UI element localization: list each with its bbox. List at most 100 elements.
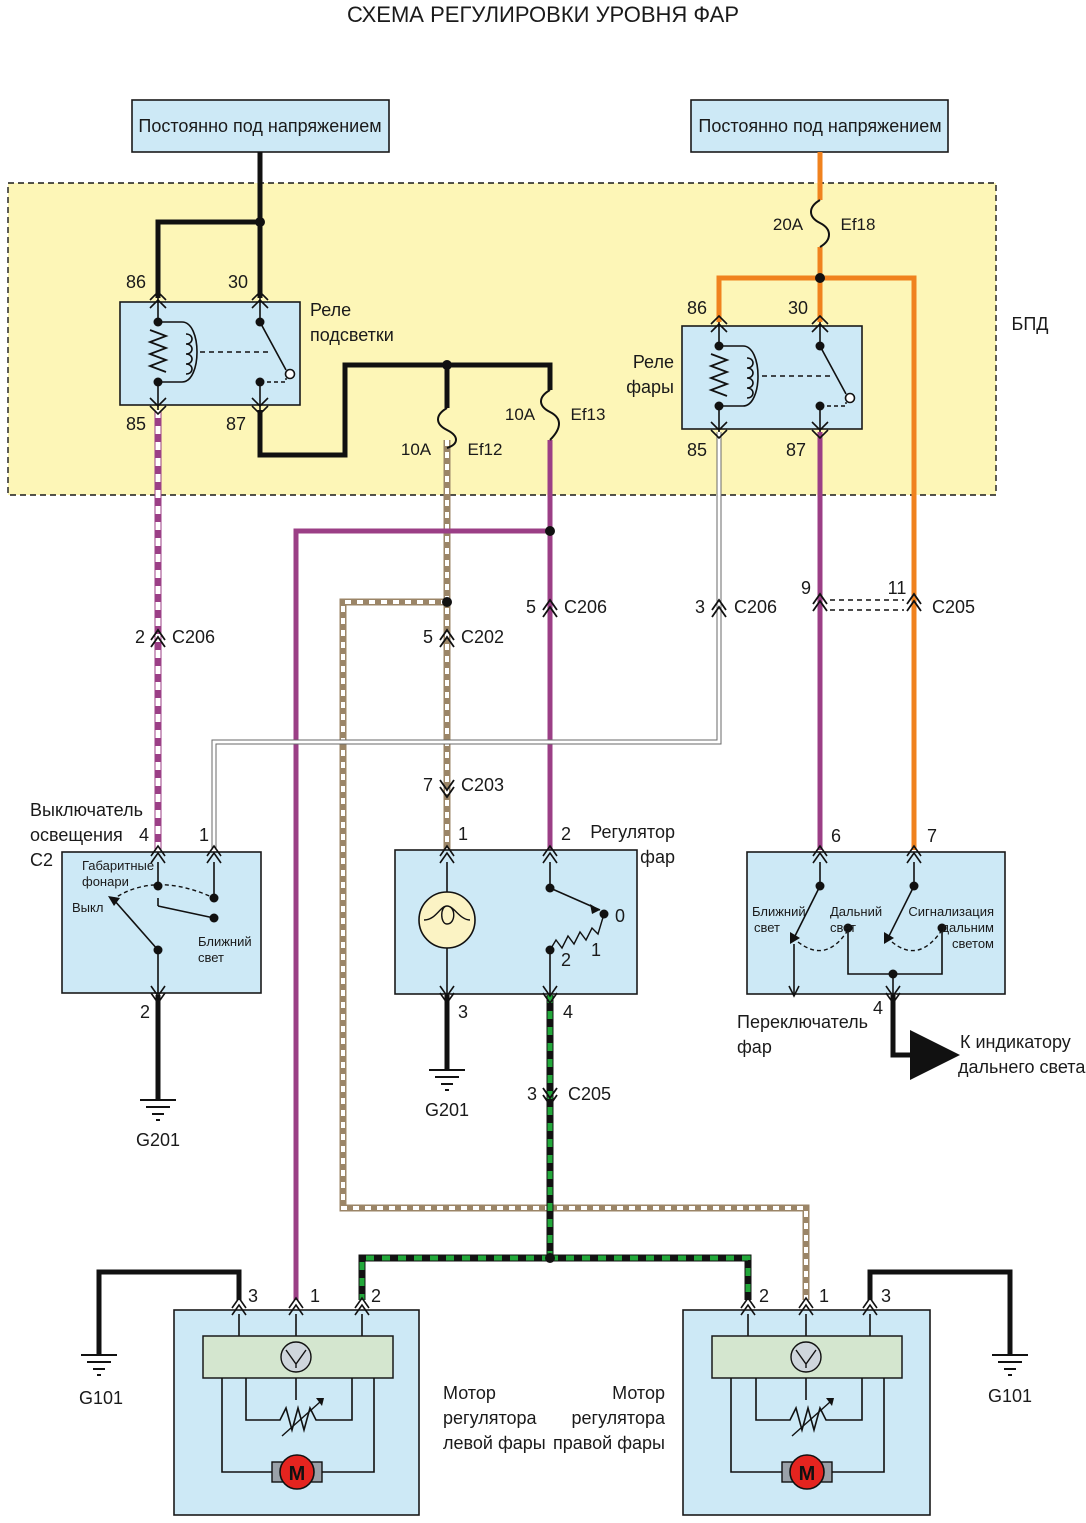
wire-brown-white-ef12 <box>339 440 810 1300</box>
lamp-icon <box>418 891 476 949</box>
svg-text:5: 5 <box>423 627 433 647</box>
motor-icon <box>279 1454 315 1490</box>
svg-text:дальнего света: дальнего света <box>958 1057 1086 1077</box>
connector-c206-left: 2 C206 <box>135 627 215 648</box>
svg-text:фонари: фонари <box>82 874 129 889</box>
svg-text:3: 3 <box>881 1286 891 1306</box>
wire-right-supply <box>716 152 917 850</box>
svg-text:Сигнализация: Сигнализация <box>908 904 994 919</box>
fuse-ef13: 10A Ef13 <box>505 389 605 441</box>
motor-right: M 2 1 3 Мотор регулятора правой фары <box>553 1286 931 1516</box>
svg-text:Постоянно под напряжением: Постоянно под напряжением <box>698 116 941 136</box>
bpd-label: БПД <box>1012 314 1049 334</box>
connector-c206-mid: 5 C206 <box>526 597 607 618</box>
svg-text:G101: G101 <box>79 1388 123 1408</box>
c205-link <box>830 599 904 611</box>
ground-g101-left: G101 <box>79 1354 123 1408</box>
svg-text:G101: G101 <box>988 1386 1032 1406</box>
svg-text:C206: C206 <box>564 597 607 617</box>
svg-text:Габаритные: Габаритные <box>82 858 154 873</box>
svg-text:Регулятор: Регулятор <box>590 822 675 842</box>
svg-text:30: 30 <box>228 272 248 292</box>
svg-text:правой фары: правой фары <box>553 1433 665 1453</box>
svg-text:9: 9 <box>801 578 811 598</box>
supply-box-right: Постоянно под напряжением <box>690 99 949 153</box>
svg-text:86: 86 <box>126 272 146 292</box>
sensor-icon <box>280 1341 312 1373</box>
headlight-switch: 6 7 4 Ближний свет Дальний свет Сигнализ… <box>737 826 1086 1077</box>
wire-ground-motor-left <box>96 1269 242 1355</box>
wire-ground-motor-right <box>867 1269 1013 1355</box>
level-regulator: 1 2 3 4 0 1 2 Регулятор фар <box>394 822 675 1022</box>
svg-text:подсветки: подсветки <box>310 325 394 345</box>
ground-g201-switch: G201 <box>136 1099 180 1150</box>
svg-text:левой фары: левой фары <box>443 1433 546 1453</box>
connector-c202: 5 C202 <box>423 627 504 648</box>
svg-text:C203: C203 <box>461 775 504 795</box>
wire-green-black <box>358 995 752 1300</box>
connector-c203: 7 C203 <box>423 775 504 799</box>
svg-text:освещения: освещения <box>30 825 123 845</box>
svg-text:Ближний: Ближний <box>752 904 806 919</box>
svg-text:Ближний: Ближний <box>198 934 252 949</box>
svg-text:1: 1 <box>819 1286 829 1306</box>
svg-text:G201: G201 <box>136 1130 180 1150</box>
motor-icon <box>789 1454 825 1490</box>
svg-text:Мотор: Мотор <box>612 1383 665 1403</box>
svg-text:свет: свет <box>754 920 780 935</box>
svg-text:Ef12: Ef12 <box>468 440 503 459</box>
svg-text:86: 86 <box>687 298 707 318</box>
svg-text:10A: 10A <box>505 405 536 424</box>
svg-text:C202: C202 <box>461 627 504 647</box>
svg-text:4: 4 <box>139 825 149 845</box>
svg-text:фар: фар <box>640 847 675 867</box>
svg-text:Постоянно под напряжением: Постоянно под напряжением <box>138 116 381 136</box>
svg-text:регулятора: регулятора <box>443 1408 538 1428</box>
svg-text:свет: свет <box>198 950 224 965</box>
svg-text:C2: C2 <box>30 850 53 870</box>
motor-left: M 3 1 2 Мотор регулятора левой фары <box>173 1286 546 1516</box>
svg-text:1: 1 <box>310 1286 320 1306</box>
diagram-title: СХЕМА РЕГУЛИРОВКИ УРОВНЯ ФАР <box>347 2 739 27</box>
svg-text:2: 2 <box>759 1286 769 1306</box>
svg-text:2: 2 <box>561 950 571 970</box>
svg-text:30: 30 <box>788 298 808 318</box>
svg-text:3: 3 <box>695 597 705 617</box>
svg-text:85: 85 <box>126 414 146 434</box>
svg-text:Переключатель: Переключатель <box>737 1012 868 1032</box>
relay-left: 86 30 85 87 Реле подсветки <box>119 272 394 434</box>
wire-violet-ef13 <box>293 440 555 1300</box>
svg-text:фары: фары <box>626 377 674 397</box>
svg-text:светом: светом <box>952 936 994 951</box>
svg-text:87: 87 <box>786 440 806 460</box>
svg-text:7: 7 <box>927 826 937 846</box>
svg-text:Ef18: Ef18 <box>841 215 876 234</box>
svg-text:20A: 20A <box>773 215 804 234</box>
supply-box-left: Постоянно под напряжением <box>131 99 390 153</box>
fuse-ef12: 10A Ef12 <box>401 407 503 459</box>
svg-text:M: M <box>799 1463 816 1485</box>
svg-text:4: 4 <box>873 998 883 1018</box>
svg-text:C206: C206 <box>734 597 777 617</box>
svg-text:6: 6 <box>831 826 841 846</box>
svg-text:7: 7 <box>423 775 433 795</box>
svg-text:2: 2 <box>135 627 145 647</box>
svg-text:Мотор: Мотор <box>443 1383 496 1403</box>
svg-text:3: 3 <box>248 1286 258 1306</box>
svg-text:5: 5 <box>526 597 536 617</box>
svg-text:дальним: дальним <box>941 920 994 935</box>
svg-text:C206: C206 <box>172 627 215 647</box>
svg-text:2: 2 <box>371 1286 381 1306</box>
svg-text:Выкл: Выкл <box>72 900 103 915</box>
ground-g101-right: G101 <box>988 1354 1032 1406</box>
relay-right: 86 30 85 87 Реле фары <box>626 298 863 460</box>
fuse-ef18: 20A Ef18 <box>773 199 876 248</box>
sensor-icon <box>790 1341 822 1373</box>
svg-text:регулятора: регулятора <box>571 1408 666 1428</box>
connector-c206-right: 3 C206 <box>695 597 777 618</box>
svg-text:К индикатору: К индикатору <box>960 1032 1071 1052</box>
svg-text:Выключатель: Выключатель <box>30 800 143 820</box>
svg-text:C205: C205 <box>568 1084 611 1104</box>
svg-text:3: 3 <box>458 1002 468 1022</box>
